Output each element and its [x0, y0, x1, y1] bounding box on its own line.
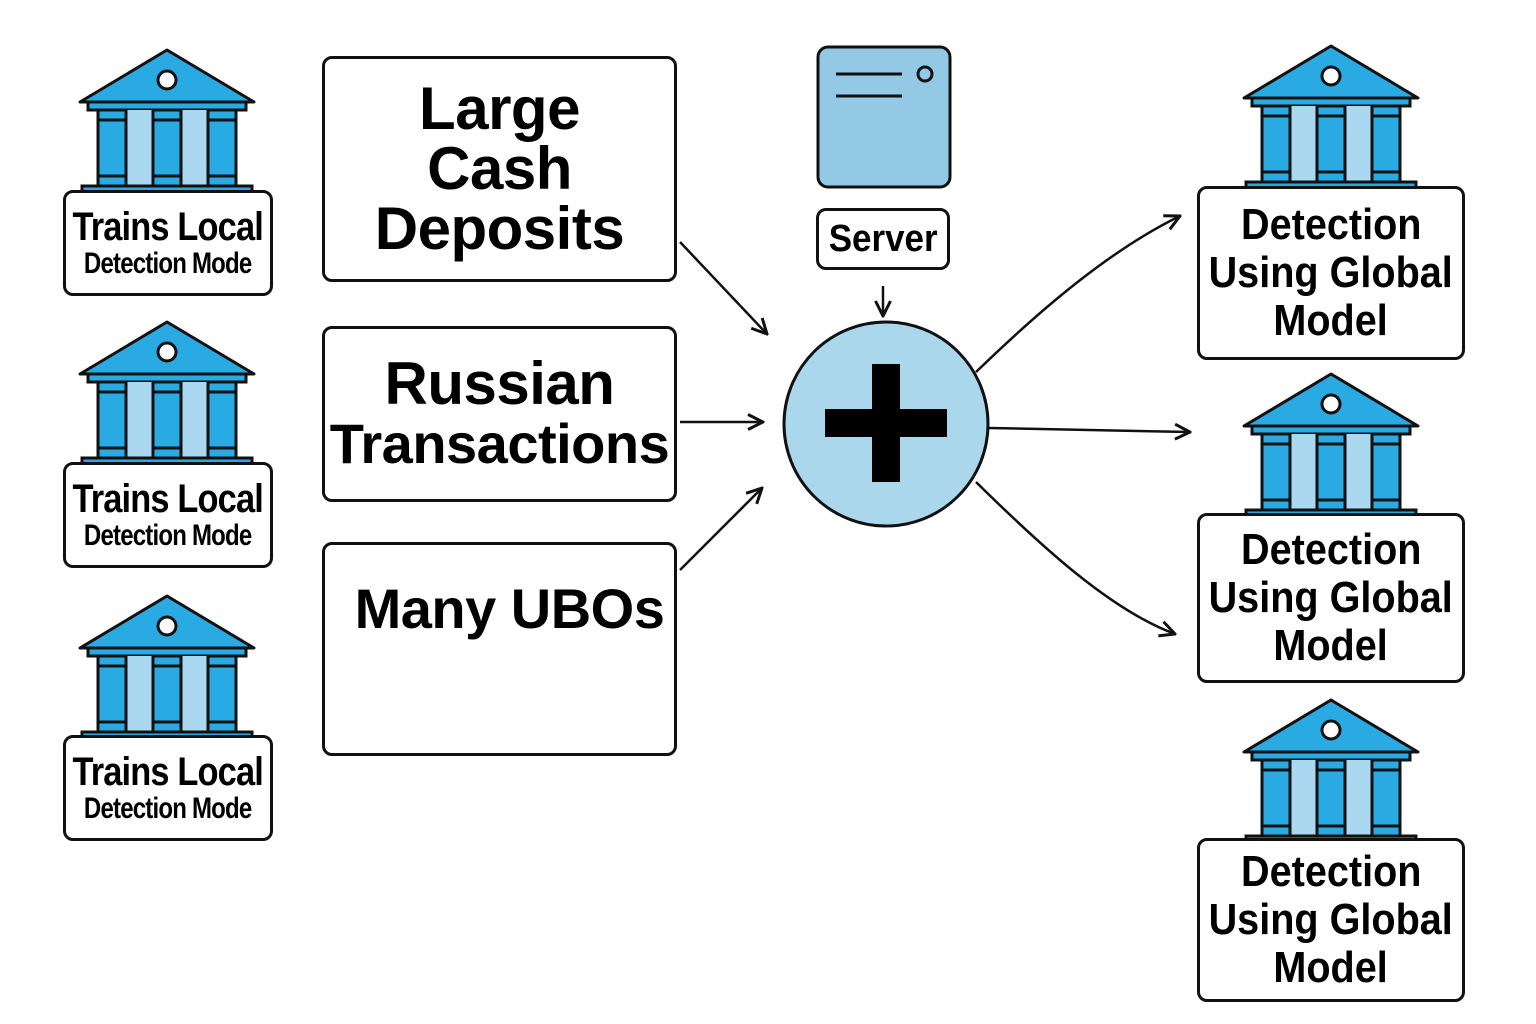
local-node-label: Trains Local Detection Mode — [63, 190, 273, 296]
global-bank-icon — [1242, 372, 1420, 520]
global-node-label: Detection Using Global Model — [1197, 513, 1465, 683]
local-node-label: Trains Local Detection Mode — [63, 462, 273, 568]
distribution-arrow — [975, 481, 1175, 634]
distribution-arrow — [988, 428, 1190, 432]
server-label: Server — [816, 208, 950, 270]
feature-box-large-cash-deposits: Large Cash Deposits — [322, 56, 677, 282]
local-bank-icon — [78, 594, 256, 742]
feature-box-russian-transactions: Russian Transactions — [322, 326, 677, 502]
global-node-label: Detection Using Global Model — [1197, 838, 1465, 1002]
local-bank-icon — [78, 320, 256, 468]
local-bank-icon — [78, 48, 256, 196]
global-node-label: Detection Using Global Model — [1197, 186, 1465, 360]
feature-box-many-ubos: Many UBOs — [322, 542, 677, 756]
feature-arrow — [679, 241, 767, 334]
global-bank-icon — [1242, 44, 1420, 192]
local-node-label: Trains Local Detection Mode — [63, 735, 273, 841]
distribution-arrow — [975, 216, 1180, 373]
plus-icon — [782, 320, 990, 528]
global-bank-icon — [1242, 698, 1420, 846]
feature-arrow — [679, 488, 762, 571]
server-icon — [816, 45, 952, 189]
